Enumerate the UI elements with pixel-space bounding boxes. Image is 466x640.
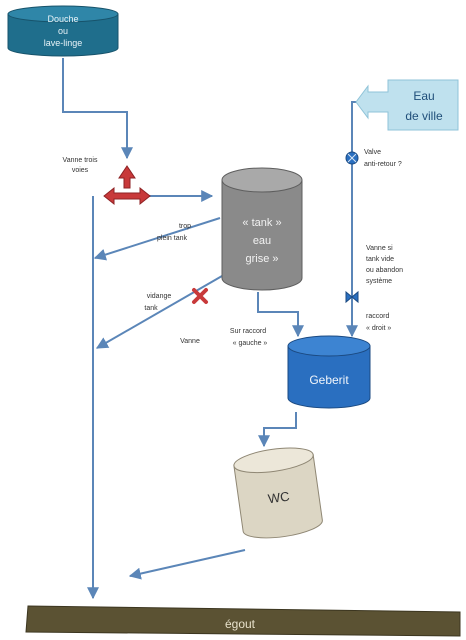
pipe-tank-to-geberit (257, 292, 304, 338)
three-way-valve-icon (103, 165, 151, 206)
source-label-2: ou (58, 26, 68, 36)
wc-label: WC (267, 489, 291, 507)
bypass-valve-label-3: ou abandon (366, 267, 403, 274)
right-connector-label-1: raccord (366, 313, 389, 320)
tank-label-2: eau (253, 235, 271, 247)
source-label-1: Douche (47, 14, 78, 24)
bypass-valve-label-2: tank vide (366, 256, 394, 263)
sewer-bar: égout (25, 605, 461, 637)
pipe-overflow (93, 217, 221, 261)
pipes (62, 58, 386, 600)
city-water-label-1: Eau (413, 89, 434, 103)
right-connector-label-2: « droit » (366, 325, 391, 332)
left-connector-label-1: Sur raccord (230, 328, 266, 335)
wc-bowl: WC (233, 447, 323, 539)
source-cylinder: Douche ou lave-linge (7, 5, 119, 57)
pipe-source-to-valve (62, 58, 133, 160)
left-connector-label-2: « gauche » (233, 340, 268, 347)
geberit-label: Geberit (309, 373, 349, 387)
check-valve-label-2: anti-retour ? (364, 161, 402, 168)
bypass-valve-label-1: Vanne si (366, 245, 393, 252)
overflow-label-1: trop (179, 223, 191, 230)
pipe-geberit-to-wc (258, 412, 297, 448)
three-way-valve-label-1: Vanne trois (63, 157, 98, 164)
valve-label: Vanne (180, 338, 200, 345)
drain-label-2: tank (144, 305, 158, 312)
city-water-inlet: Eau de ville (355, 79, 459, 131)
overflow-label-2: plein tank (157, 235, 187, 242)
bypass-valve-label-4: système (366, 278, 392, 285)
drain-valve-icon (192, 288, 208, 304)
source-label-3: lave-linge (44, 38, 83, 48)
pipe-drain (95, 275, 223, 349)
bypass-valve-icon (345, 290, 359, 304)
sewer-label: égout (225, 617, 256, 631)
tank-label-1: « tank » (242, 217, 281, 229)
pipe-wc-to-drop (128, 549, 246, 580)
greywater-tank: « tank » eau grise » (221, 167, 303, 291)
check-valve-icon (345, 151, 359, 165)
drain-label-1: vidange (147, 293, 172, 300)
three-way-valve-label-2: voies (72, 167, 89, 174)
check-valve-label-1: Valve (364, 149, 381, 156)
city-water-label-2: de ville (405, 109, 443, 123)
geberit-cistern: Geberit (287, 335, 371, 409)
tank-label-3: grise » (245, 253, 278, 265)
